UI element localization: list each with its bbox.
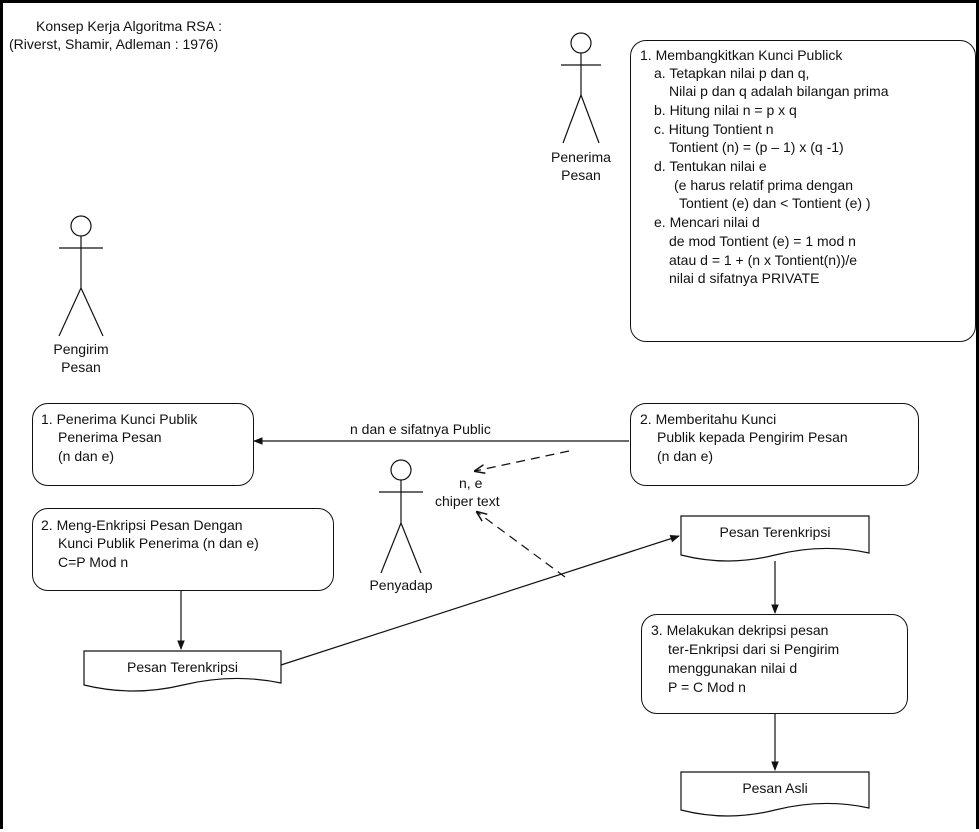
- diagram-title-line1: Konsep Kerja Algoritma RSA :: [36, 18, 222, 34]
- notify-public-key-line: (n dan e): [657, 448, 714, 464]
- encrypt-line: Kunci Publik Penerima (n dan e): [58, 535, 259, 551]
- key-generation-line: a. Tetapkan nilai p dan q,: [654, 65, 810, 81]
- notify-public-key-line: 2. Memberitahu Kunci: [640, 411, 777, 427]
- key-generation-line: (e harus relatif prima dengan: [674, 177, 853, 193]
- receive-public-key-line: 1. Penerima Kunci Publik: [41, 411, 198, 427]
- sender-label-line2: Pesan: [61, 359, 101, 375]
- public-key-label: n dan e sifatnya Public: [350, 421, 491, 437]
- diagram-title-line2: (Riverst, Shamir, Adleman : 1976): [9, 36, 219, 52]
- notify-public-key-line: Publik kepada Pengirim Pesan: [657, 429, 848, 445]
- key-generation-line: e. Mencari nilai d: [654, 214, 760, 230]
- key-generation-line: c. Hitung Tontient n: [654, 121, 774, 137]
- intercept-label-line1: n, e: [459, 475, 483, 491]
- key-generation-line: de mod Tontient (e) = 1 mod n: [669, 233, 856, 249]
- plain-message-shape: [680, 771, 870, 817]
- transmit-arrow: [280, 535, 680, 666]
- decrypt-line: menggunakan nilai d: [668, 660, 798, 676]
- notify-public-key-box: 2. Memberitahu Kunci Publik kepada Pengi…: [630, 403, 919, 486]
- decrypt-line: ter-Enkripsi dari si Pengirim: [668, 641, 840, 657]
- key-generation-line: d. Tentukan nilai e: [654, 158, 767, 174]
- encrypted-message-left-shape: [83, 650, 282, 692]
- plain-message-label: Pesan Asli: [742, 780, 808, 796]
- intercept-cipher-arrow: [477, 512, 566, 578]
- encrypted-message-right-shape: [680, 515, 870, 562]
- receiver-label-line1: Penerima: [551, 149, 611, 165]
- key-generation-line: Tontient (n) = (p – 1) x (q -1): [669, 139, 844, 155]
- receiver-label-line2: Pesan: [561, 167, 601, 183]
- encrypt-line: 2. Meng-Enkripsi Pesan Dengan: [41, 517, 243, 533]
- key-generation-line: Tontient (e) dan < Tontient (e) ): [679, 195, 871, 211]
- diagram-graphics: [58, 32, 870, 817]
- eavesdropper-figure-icon: [379, 459, 423, 574]
- key-generation-line: atau d = 1 + (n x Tontient(n))/e: [669, 252, 858, 268]
- key-generation-box: 1. Membangkitkan Kunci Publick a. Tetapk…: [630, 40, 976, 342]
- intercept-key-arrow: [475, 450, 570, 471]
- encrypted-message-right-label: Pesan Terenkripsi: [719, 524, 831, 540]
- decrypt-line: P = C Mod n: [668, 679, 746, 695]
- receiver-figure-icon: [561, 32, 601, 144]
- receive-public-key-line: (n dan e): [58, 448, 115, 464]
- sender-label-line1: Pengirim: [53, 341, 109, 357]
- encrypt-box: 2. Meng-Enkripsi Pesan Dengan Kunci Publ…: [32, 508, 334, 591]
- intercept-label-line2: chiper text: [435, 493, 500, 509]
- eavesdropper-label: Penyadap: [369, 577, 433, 593]
- encrypt-line: C=P Mod n: [58, 554, 129, 570]
- decrypt-line: 3. Melakukan dekripsi pesan: [651, 622, 829, 638]
- sender-figure-icon: [58, 215, 104, 337]
- receive-public-key-line: Penerima Pesan: [58, 429, 162, 445]
- decrypt-box: 3. Melakukan dekripsi pesan ter-Enkripsi…: [641, 614, 908, 714]
- key-generation-line: nilai d sifatnya PRIVATE: [669, 270, 820, 286]
- key-generation-line: Nilai p dan q adalah bilangan prima: [669, 83, 889, 99]
- encrypted-message-left-label: Pesan Terenkripsi: [126, 659, 239, 675]
- key-generation-heading: 1. Membangkitkan Kunci Publick: [640, 47, 843, 63]
- receive-public-key-box: 1. Penerima Kunci Publik Penerima Pesan …: [32, 403, 254, 486]
- key-generation-line: b. Hitung nilai n = p x q: [654, 102, 797, 118]
